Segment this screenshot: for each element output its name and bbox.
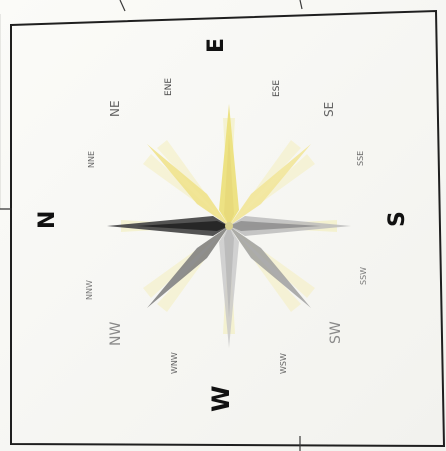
se-label: SE — [322, 102, 336, 117]
ssw-label: SSW — [359, 267, 368, 285]
nnw-label: NNW — [85, 280, 94, 300]
ene-label: ENE — [164, 78, 174, 96]
ese-label: ESE — [272, 80, 282, 97]
west-label: W — [207, 386, 235, 412]
wnw-label: WNW — [170, 352, 179, 374]
south-label: S — [385, 211, 410, 227]
nw-label: NW — [108, 322, 124, 346]
sse-label: SSE — [356, 151, 365, 166]
north-label: N — [35, 211, 60, 229]
wsw-label: WSW — [279, 353, 288, 374]
sw-label: SW — [328, 321, 344, 344]
nne-label: NNE — [87, 151, 96, 168]
ne-label: NE — [108, 100, 122, 117]
east-label: E — [204, 38, 229, 53]
